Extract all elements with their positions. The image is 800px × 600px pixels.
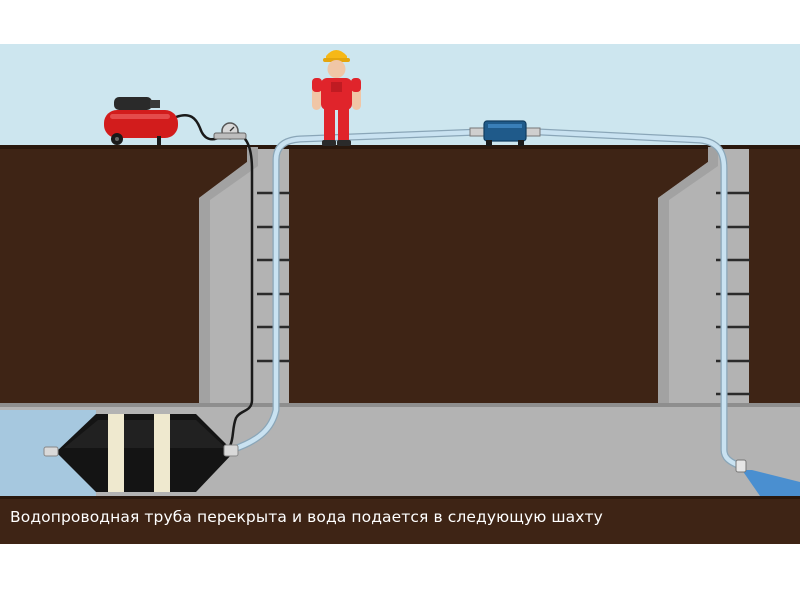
air-hose [175,113,254,447]
soil-block-left [0,147,247,404]
water-pump-icon [469,120,541,146]
air-compressor-icon [104,97,178,145]
soil-bottom [0,498,800,544]
caption: Водопроводная труба перекрыта и вода под… [10,508,603,526]
water-flow-right-shaft [742,470,800,496]
pipe-plug-icon [43,414,239,492]
hose-outlet-fitting [735,459,747,473]
pipe-trench-top-edge [0,403,800,407]
soil-block-middle [289,147,708,404]
worker-figure-icon [312,50,361,146]
soil-block-right [749,147,800,404]
shaft-wall-right [658,147,718,404]
shaft-wall-left [199,147,258,404]
soil-bottom-edge [0,496,800,499]
bypass-water-hose [230,128,744,470]
pressure-gauge-icon [213,122,247,140]
ground-surface-line [0,145,800,149]
